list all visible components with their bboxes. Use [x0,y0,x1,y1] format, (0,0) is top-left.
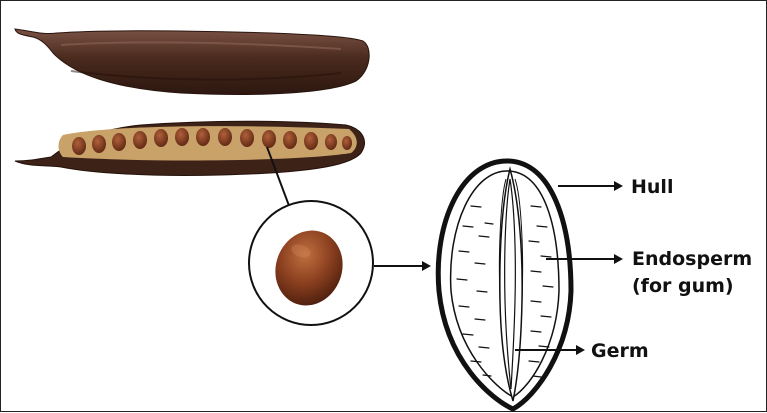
opened-carob-pod [15,121,365,175]
endosperm-label: Endosperm [632,246,752,272]
hull-arrow [558,181,623,191]
magnified-seed [249,201,373,325]
hull-label: Hull [631,174,673,200]
whole-carob-pod [15,29,369,95]
circle-to-section-arrow [374,261,431,271]
seed-cross-section [438,161,571,409]
germ-label: Germ [591,338,649,364]
endosperm-sublabel: (for gum) [632,273,734,299]
